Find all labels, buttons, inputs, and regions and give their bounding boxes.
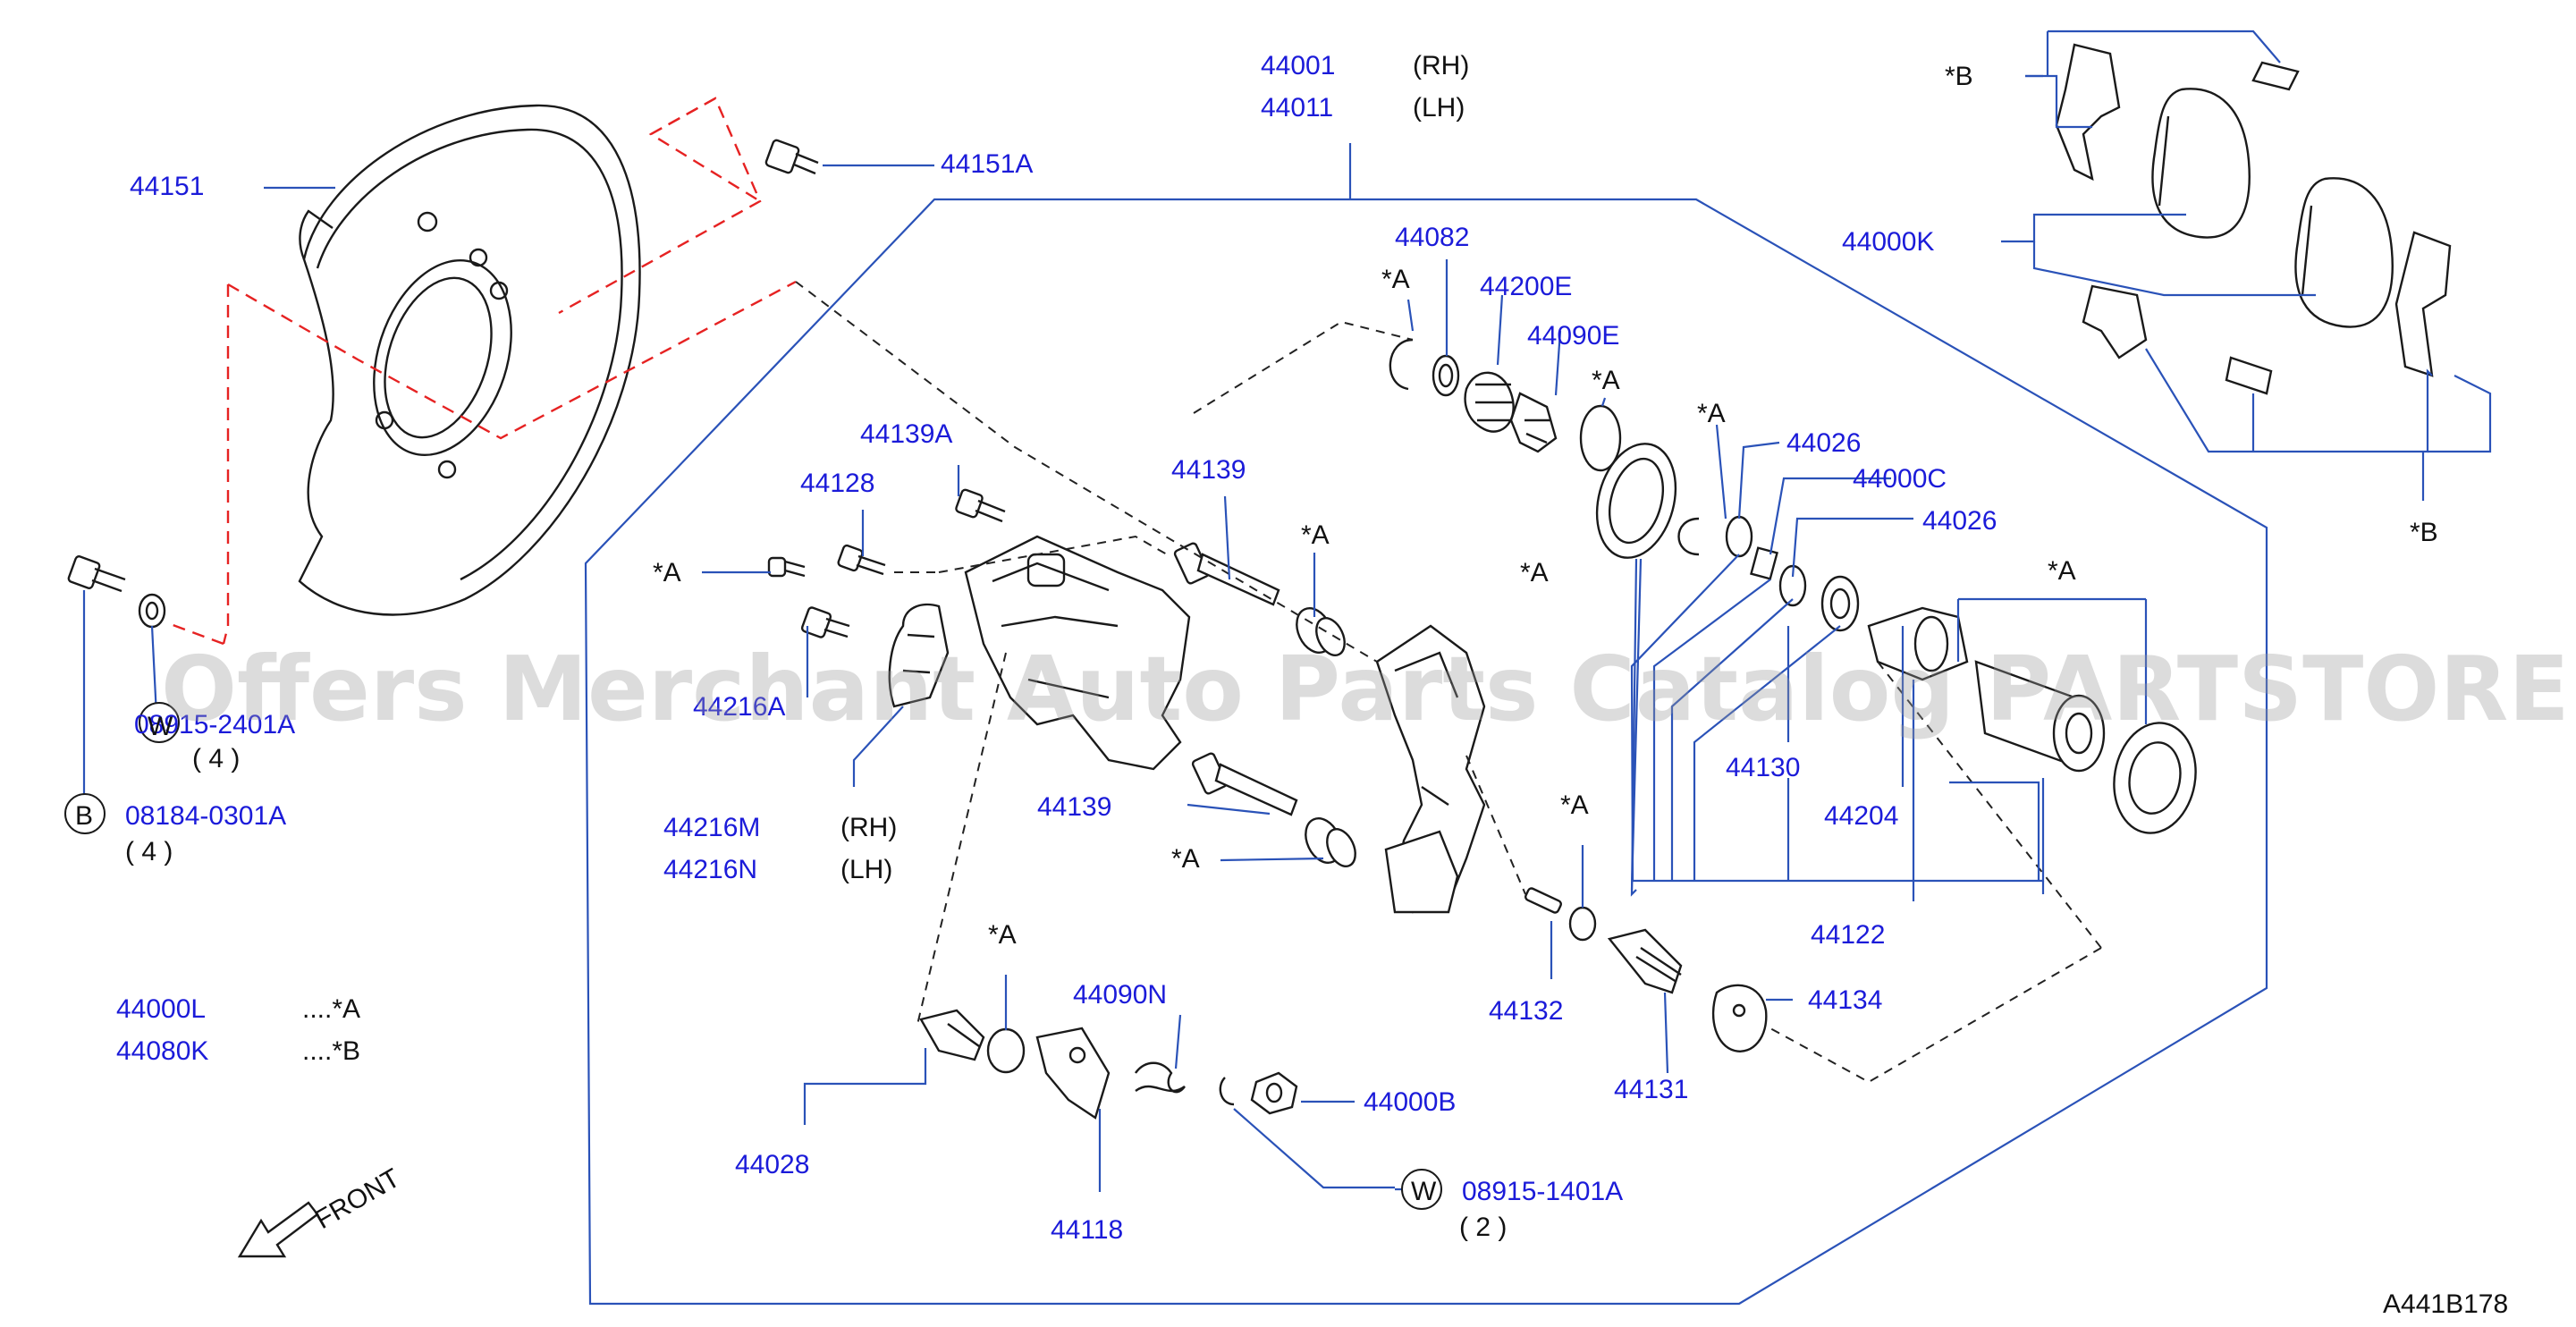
kit-mark-b: *B [1945, 62, 1973, 91]
bolt-44139A-drawing [955, 488, 1006, 523]
kit-mark-a: *A [1381, 265, 1410, 294]
caliper-body-drawing [1375, 624, 1486, 914]
bleeder-44128-drawing [767, 544, 886, 578]
kit-mark-a: *A [1560, 790, 1589, 820]
ring-set-upper-drawing [1389, 338, 1860, 632]
front-label: FRONT [310, 1163, 405, 1235]
part-number-44131: 44131 [1614, 1075, 1688, 1104]
bolt-44216A-drawing [800, 606, 850, 638]
lower-parts-right-drawing [1524, 887, 1768, 1052]
watermark: Offers Merchant Auto Parts Catalog PARTS… [161, 637, 2576, 741]
guide-pin-lower-drawing [1191, 752, 1356, 867]
part-number-44000L: 44000L [116, 994, 206, 1024]
assembly-centerlines [795, 281, 2102, 1084]
part-number-08915-1401A: 08915-1401A [1462, 1177, 1623, 1206]
part-number-08184-0301A: 08184-0301A [125, 801, 286, 831]
kit-reference-b: ....*B [302, 1036, 360, 1066]
kit-mark-a: *A [2048, 556, 2076, 586]
part-number-44026-b: 44026 [1922, 506, 1997, 536]
kit-mark-a: *A [988, 920, 1017, 950]
part-number-44011: 44011 [1261, 93, 1333, 123]
piston-assembly-drawing [1867, 606, 2197, 834]
kit-mark-a: *A [1301, 520, 1330, 550]
kit-mark-a: *A [1697, 399, 1726, 428]
leader-lines [82, 30, 2492, 1306]
bolt-callout-circle [64, 793, 106, 834]
diagram-code: A441B178 [2383, 1289, 2508, 1319]
callout-letter-b: B [75, 801, 93, 831]
caliper-bracket-drawing [888, 535, 1191, 771]
part-number-08915-2401A: 08915-2401A [134, 710, 295, 740]
washer-callout-circle-lower [1401, 1169, 1442, 1210]
bolt-44151A-drawing [764, 139, 819, 175]
parts-artwork [67, 43, 2452, 1258]
backing-plate-dashed-outline [167, 97, 797, 646]
part-number-44001: 44001 [1261, 51, 1335, 80]
part-number-44139: 44139 [1171, 455, 1246, 485]
part-number-44000C: 44000C [1853, 464, 1947, 494]
washer-callout-circle [139, 702, 180, 743]
part-number-44082: 44082 [1395, 223, 1469, 252]
kit-mark-b: *B [2410, 518, 2438, 547]
kit-mark-a: *A [653, 558, 681, 587]
part-number-44080K: 44080K [116, 1036, 208, 1066]
callout-letter-w: W [148, 712, 173, 741]
part-number-44151A: 44151A [941, 149, 1033, 179]
part-number-44151: 44151 [130, 172, 204, 201]
pad-kit-drawing [2055, 43, 2452, 395]
part-number-44122: 44122 [1811, 920, 1885, 950]
part-number-44130: 44130 [1726, 753, 1800, 782]
backing-plate-drawing [298, 104, 641, 616]
side-lh-44011: (LH) [1413, 93, 1465, 123]
part-number-44118: 44118 [1051, 1215, 1123, 1245]
part-number-44000B: 44000B [1364, 1087, 1456, 1117]
part-number-44216A: 44216A [693, 692, 785, 722]
part-number-44000K: 44000K [1842, 227, 1934, 257]
part-number-44090E: 44090E [1527, 321, 1619, 351]
part-number-44134: 44134 [1808, 985, 1882, 1015]
part-number-44132: 44132 [1489, 996, 1563, 1026]
part-number-44204: 44204 [1824, 801, 1898, 831]
kit-mark-a: *A [1520, 558, 1549, 587]
part-number-44026: 44026 [1786, 428, 1861, 458]
side-rh-44216M: (RH) [840, 813, 897, 842]
part-number-44216M: 44216M [663, 813, 760, 842]
front-arrow-icon [237, 1201, 319, 1258]
quantity-2401A: ( 4 ) [192, 744, 240, 773]
part-number-44090N: 44090N [1073, 980, 1167, 1010]
part-number-44139A: 44139A [860, 419, 952, 449]
kit-reference-a: ....*A [302, 994, 360, 1024]
side-lh-44216N: (LH) [840, 855, 892, 884]
bolt-08184-drawing [67, 555, 166, 629]
callout-circles [64, 702, 1442, 1210]
part-number-44128: 44128 [800, 469, 874, 498]
kit-mark-a: *A [1592, 366, 1620, 395]
part-number-44139-b: 44139 [1037, 792, 1111, 822]
kit-mark-a: *A [1171, 844, 1200, 874]
side-rh-44001: (RH) [1413, 51, 1469, 80]
part-number-44028: 44028 [735, 1150, 809, 1179]
quantity-1401A: ( 2 ) [1459, 1213, 1507, 1242]
lower-parts-left-drawing [919, 1009, 1298, 1120]
quantity-0301A: ( 4 ) [125, 837, 173, 866]
callout-letter-w-lower: W [1411, 1177, 1437, 1206]
part-number-44216N: 44216N [663, 855, 757, 884]
part-number-44200E: 44200E [1480, 272, 1572, 301]
